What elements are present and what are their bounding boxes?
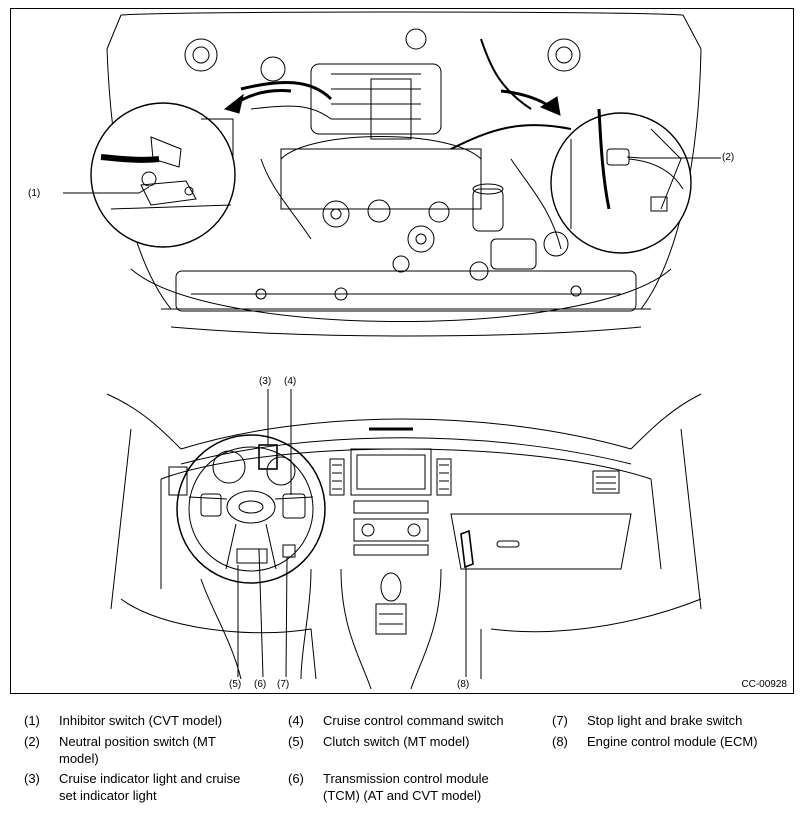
legend-text: Cruise indicator light and cruise set in… bbox=[59, 771, 241, 803]
legend-num: (3) bbox=[24, 771, 40, 786]
legend-num: (7) bbox=[552, 713, 568, 728]
diagram-figure: (1) (2) (3) (4) (5) (6) (7) (8) CC-00928 bbox=[10, 8, 794, 694]
callout-5: (5) bbox=[229, 679, 242, 690]
callout-6: (6) bbox=[254, 679, 267, 690]
callout-1: (1) bbox=[28, 188, 41, 199]
callout-7: (7) bbox=[277, 679, 290, 690]
legend-text: Stop light and brake switch bbox=[587, 713, 743, 728]
legend-num: (5) bbox=[288, 734, 304, 749]
callout-8: (8) bbox=[457, 679, 470, 690]
figure-code: CC-00928 bbox=[741, 679, 787, 690]
callout-3: (3) bbox=[259, 376, 272, 387]
engine-bay-drawing bbox=[63, 11, 721, 337]
callout-2: (2) bbox=[722, 152, 735, 163]
legend-num: (2) bbox=[24, 734, 40, 749]
line-drawing bbox=[63, 11, 721, 690]
legend-text: Cruise control command switch bbox=[323, 713, 504, 728]
legend-text: Neutral position switch (MT model) bbox=[59, 734, 216, 766]
legend-num: (4) bbox=[288, 713, 304, 728]
legend-text: Transmission control module (TCM) (AT an… bbox=[323, 771, 489, 803]
legend-num: (1) bbox=[24, 713, 40, 728]
legend-text: Inhibitor switch (CVT model) bbox=[59, 713, 223, 728]
legend-text: Engine control module (ECM) bbox=[587, 734, 758, 749]
legend: (1) Inhibitor switch (CVT model) (2) Neu… bbox=[0, 712, 804, 812]
callout-4: (4) bbox=[284, 376, 297, 387]
legend-num: (8) bbox=[552, 734, 568, 749]
legend-num: (6) bbox=[288, 771, 304, 786]
dashboard-drawing bbox=[106, 389, 702, 690]
legend-text: Clutch switch (MT model) bbox=[323, 734, 470, 749]
